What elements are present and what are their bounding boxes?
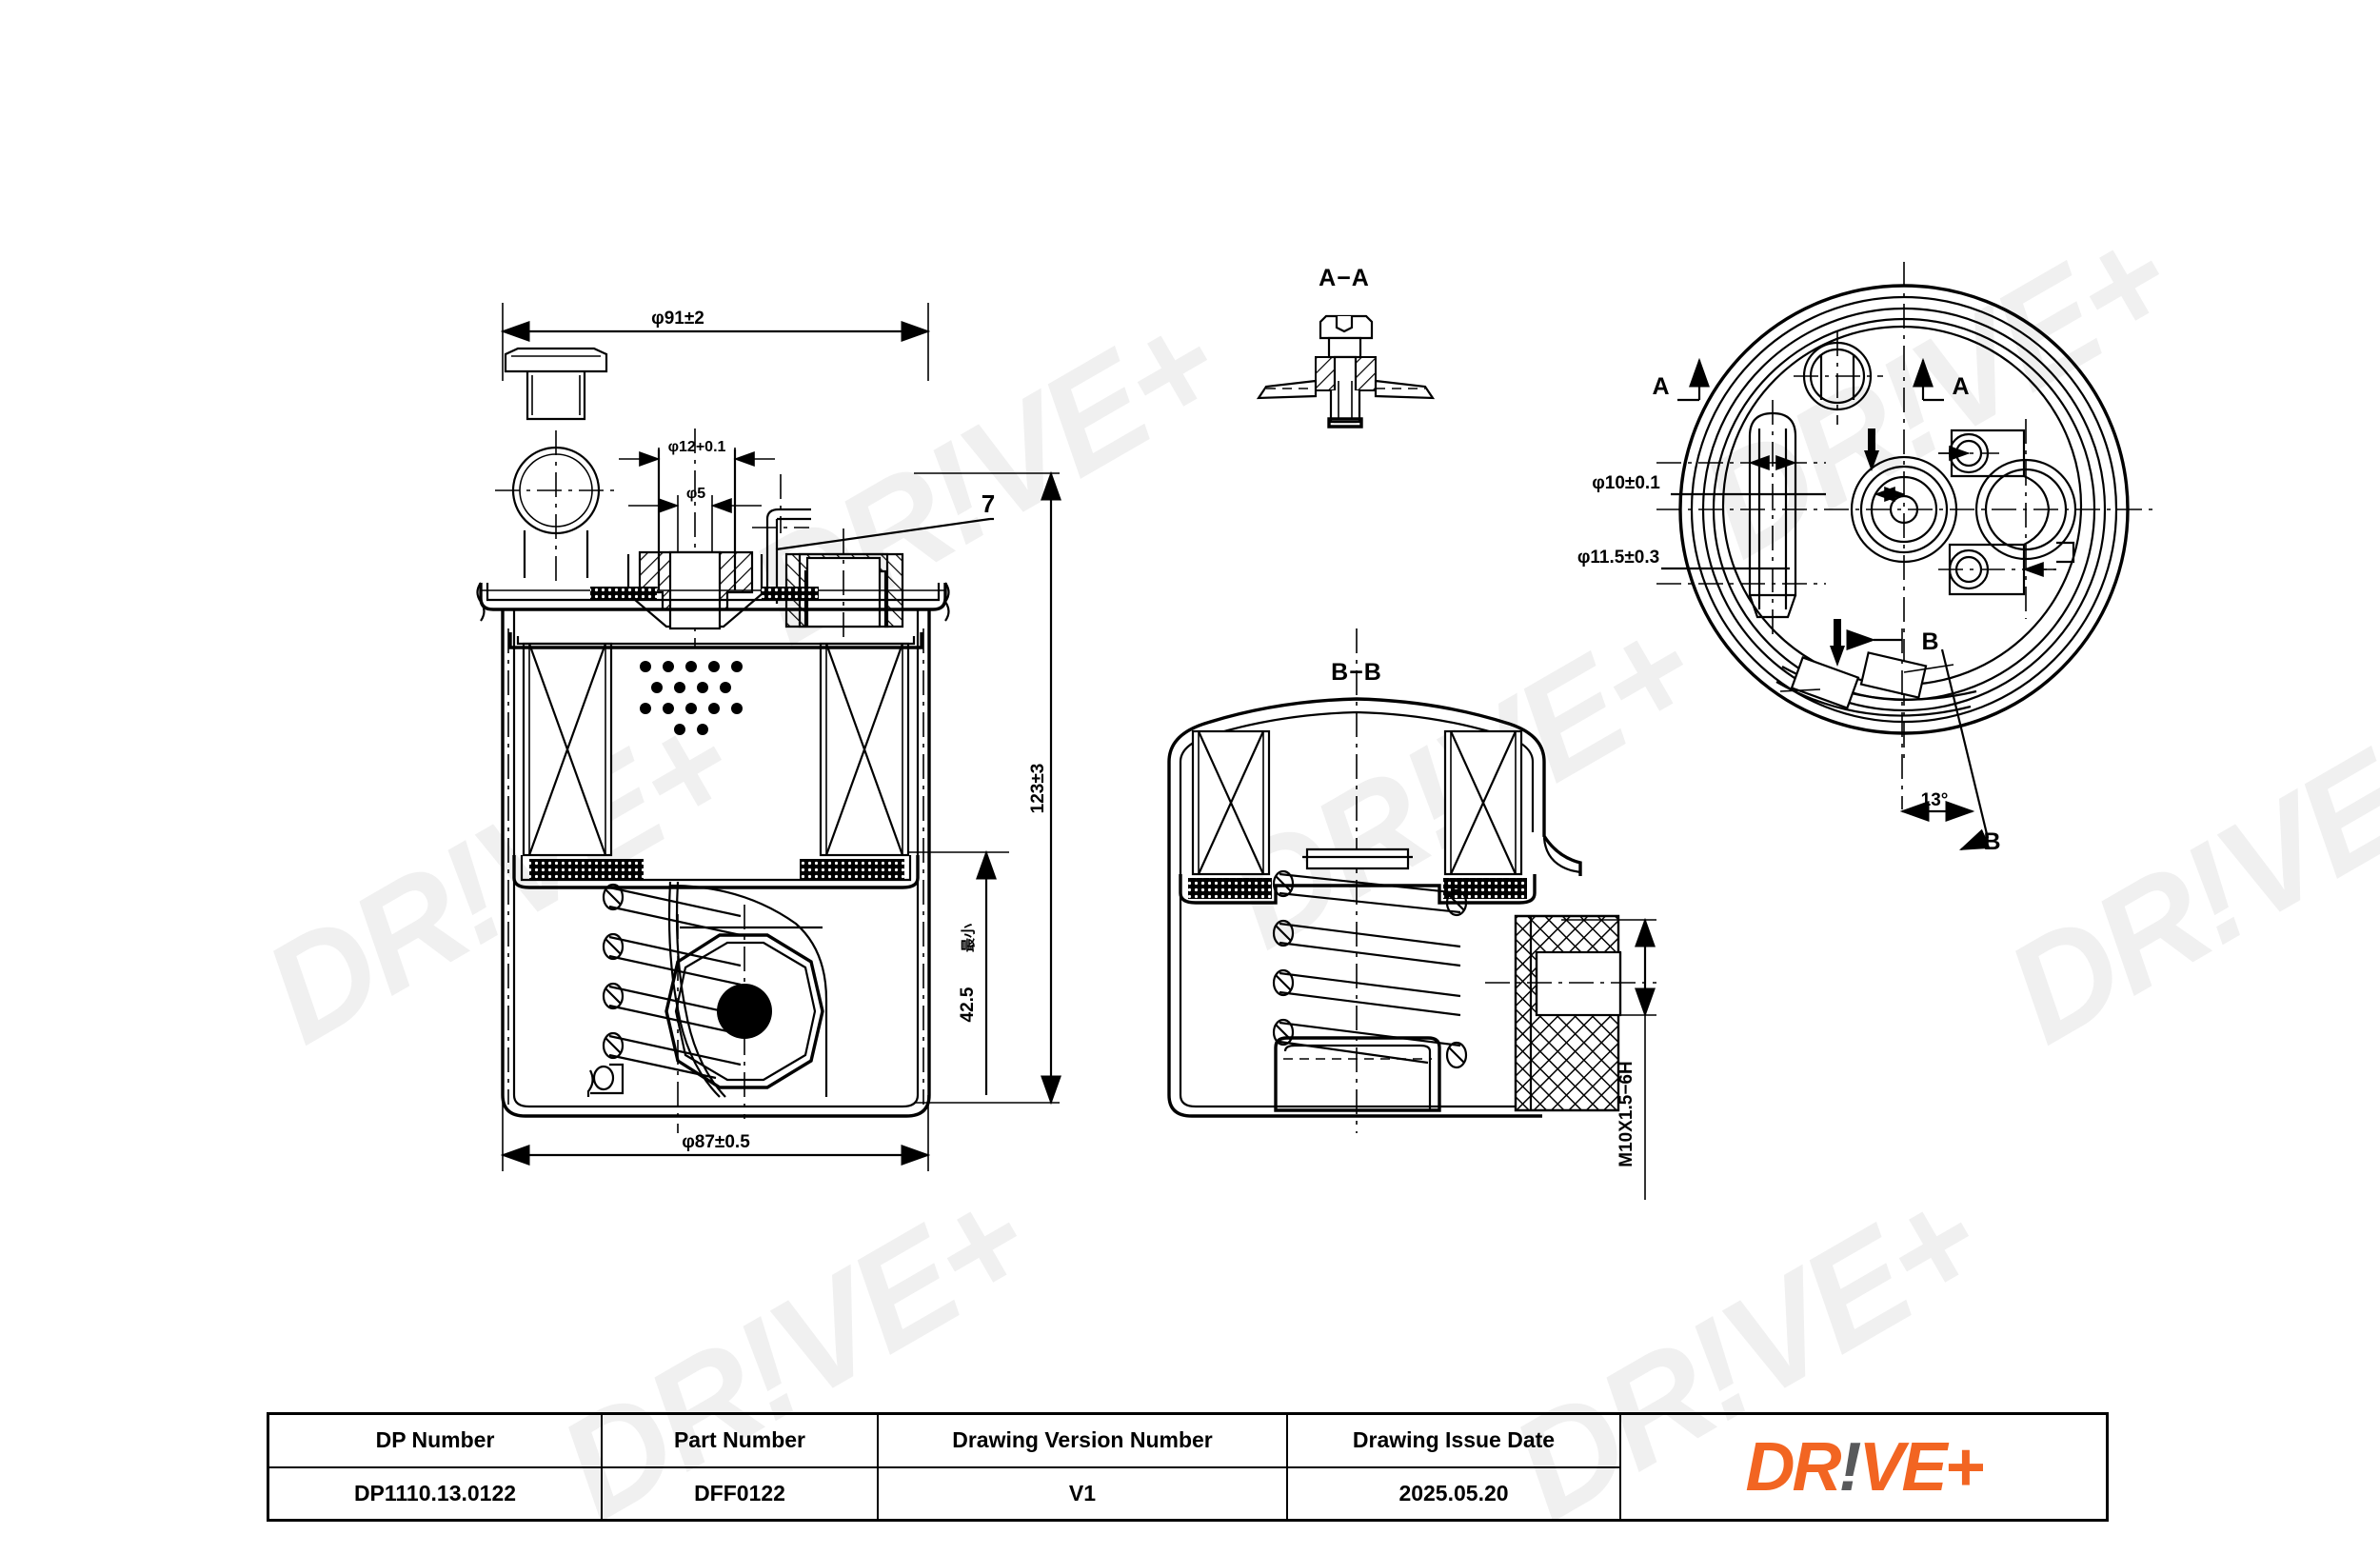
- perforation-holes: [640, 661, 743, 735]
- filter-element: [508, 632, 923, 889]
- column-value-issue-date: 2025.05.20: [1398, 1480, 1509, 1505]
- column-header-issue-date: Drawing Issue Date: [1288, 1415, 1619, 1468]
- title-block: DP Number DP1110.13.0122 Part Number DFF…: [267, 1412, 2109, 1522]
- filter-canister-body: [501, 609, 931, 1118]
- column-value-dp-number: DP1110.13.0122: [353, 1480, 517, 1505]
- column-value-part-number: DFF0122: [694, 1480, 785, 1505]
- dim-label-angle: 13°: [1921, 790, 1949, 810]
- dim-label-phi12: φ12+0.1: [668, 439, 726, 455]
- dim-outer-diameter-top: φ91±2: [500, 303, 931, 381]
- dim-label-phi11-5: φ11.5±0.3: [1577, 548, 1659, 568]
- balloon-7: 7: [775, 489, 995, 551]
- dim-label-thread: M10X1.5−6H: [1616, 1061, 1636, 1166]
- view-section-bb: B−B: [1167, 628, 1656, 1200]
- drain-plug: [664, 905, 824, 1133]
- logo-text-part2: VE+: [1858, 1428, 1984, 1505]
- dim-thread: M10X1.5−6H: [1561, 917, 1656, 1200]
- dim-label-phi5: φ5: [686, 486, 705, 502]
- title-block-column-part-number: Part Number DFF0122: [603, 1415, 879, 1519]
- view-section-aa: A−A: [1256, 265, 1436, 429]
- title-block-column-issue-date: Drawing Issue Date 2025.05.20: [1288, 1415, 1621, 1519]
- dim-hole-a: φ10±0.1: [1592, 473, 1906, 502]
- drive-plus-logo: DR!VE+: [1745, 1428, 1984, 1505]
- section-mark-a-left: A: [1652, 357, 1710, 402]
- logo-text-part1: DR: [1745, 1428, 1841, 1505]
- column-header-dp-number: DP Number: [269, 1415, 601, 1468]
- section-marker-a-right: A: [1952, 373, 1970, 400]
- serration-band: [1775, 651, 1977, 717]
- column-header-drawing-version: Drawing Version Number: [879, 1415, 1286, 1468]
- column-value-drawing-version: V1: [1068, 1480, 1097, 1505]
- section-marker-b-bottom: B: [1983, 828, 2001, 855]
- dim-label-phi10: φ10±0.1: [1592, 473, 1660, 493]
- dim-label-phi91: φ91±2: [651, 309, 704, 329]
- canister-bottom-seam: [586, 1063, 625, 1097]
- section-marker-a-left: A: [1652, 373, 1670, 400]
- section-mark-b: B B 13°: [1846, 628, 2001, 855]
- view-main-section: φ91±2 φ87±0.5 123±3 42.5 最小: [476, 303, 1061, 1171]
- dim-hole-b: φ11.5±0.3: [1577, 548, 1790, 570]
- brand-logo-cell: DR!VE+: [1621, 1415, 2106, 1519]
- title-block-column-drawing-version: Drawing Version Number V1: [879, 1415, 1288, 1519]
- dim-note-minimum: 最小: [960, 924, 977, 952]
- title-block-column-dp-number: DP Number DP1110.13.0122: [269, 1415, 603, 1519]
- column-header-part-number: Part Number: [603, 1415, 877, 1468]
- logo-accent-mark: !: [1838, 1428, 1861, 1505]
- view-end-circular: φ10±0.1 φ11.5±0.3 A A: [1577, 262, 2153, 855]
- dim-label-phi87: φ87±0.5: [682, 1132, 750, 1152]
- section-label-aa: A−A: [1319, 265, 1370, 291]
- dim-body-diameter: φ87±0.5: [500, 1095, 931, 1171]
- balloon-label-7: 7: [982, 489, 995, 518]
- section-marker-b-top: B: [1921, 628, 1939, 655]
- filter-head-assembly: [476, 347, 950, 667]
- dim-label-123: 123±3: [1028, 764, 1048, 814]
- dim-label-42-5: 42.5: [958, 987, 978, 1022]
- dim-overall-height: 123±3: [914, 470, 1061, 1106]
- section-mark-a-right: A: [1913, 357, 1970, 402]
